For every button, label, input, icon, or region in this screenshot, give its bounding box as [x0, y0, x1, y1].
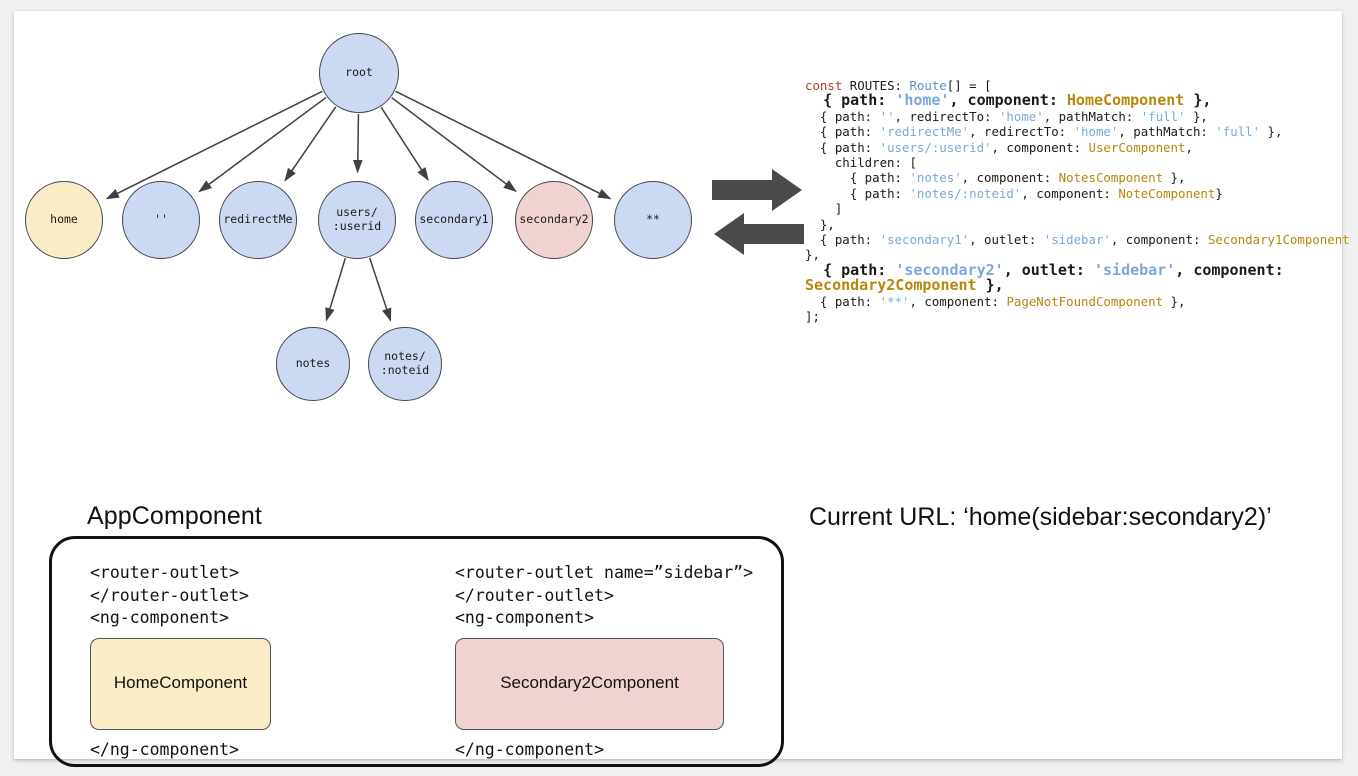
router-outlet-open-tag: <router-outlet>: [90, 563, 240, 582]
ng-component-sidebar-open-tag: <ng-component>: [455, 608, 595, 627]
graph-node-notesid[interactable]: notes/ :noteid: [368, 327, 442, 401]
graph-edge-root-to-secondary2: [391, 97, 517, 193]
graph-node-secondary2[interactable]: secondary2: [515, 181, 593, 259]
slide-canvas: root home '' redirectMe users/ :userid second…: [14, 11, 1350, 767]
graph-edge-root-to-redirectMe: [284, 106, 337, 182]
router-outlet-sidebar-close-tag: </router-outlet>: [455, 585, 614, 605]
exchange-arrows: [710, 166, 806, 258]
graph-node-label: notes: [295, 356, 331, 371]
graph-edge-root-to-home: [105, 90, 323, 200]
code-line: ]: [805, 201, 843, 217]
router-outlet-close-tag: </router-outlet>: [90, 585, 249, 605]
code-line: { path: 'secondary1', outlet: 'sidebar',…: [805, 232, 1358, 263]
graph-node-redirectMe[interactable]: redirectMe: [219, 181, 297, 259]
code-line: { path: '', redirectTo: 'home', pathMatc…: [805, 108, 1208, 124]
graph-edge-users-to-notesid: [368, 257, 392, 322]
graph-node-label: users/ :userid: [332, 205, 382, 233]
graph-node-label: notes/ :noteid: [380, 349, 430, 377]
graph-edge-root-to-empty: [198, 96, 327, 193]
code-line: { path: 'notes/:noteid', component: Note…: [805, 185, 1223, 201]
graph-node-label: secondary2: [519, 212, 589, 227]
sidebar-outlet-column: <router-outlet name=”sidebar”> </router-…: [455, 562, 753, 761]
secondary2-component-box[interactable]: Secondary2Component: [455, 637, 724, 730]
ng-component-close-tag: </ng-component>: [90, 739, 240, 759]
graph-node-wildcard[interactable]: **: [614, 181, 692, 259]
graph-edge-users-to-notes: [325, 258, 347, 322]
arrow-left-icon: [714, 213, 804, 255]
code-line: { path: 'users/:userid', component: User…: [805, 139, 1193, 155]
arrow-right-icon: [712, 169, 802, 211]
app-component-title: AppComponent: [87, 502, 262, 530]
graph-edge-root-to-secondary1: [380, 107, 429, 181]
graph-node-label: secondary1: [419, 212, 489, 227]
code-line: const ROUTES: Route[] = [: [805, 78, 992, 93]
code-line: { path: 'redirectMe', redirectTo: 'home'…: [805, 124, 1283, 140]
code-line: { path: '**', component: PageNotFoundCom…: [805, 293, 1186, 309]
graph-edges-layer: [105, 90, 612, 322]
ng-component-open-tag: <ng-component>: [90, 608, 230, 627]
graph-node-label: root: [345, 65, 373, 80]
home-component-box[interactable]: HomeComponent: [90, 637, 271, 730]
app-component-box: <router-outlet> </router-outlet> <ng-com…: [49, 536, 784, 767]
ng-component-sidebar-close-tag: </ng-component>: [455, 739, 605, 759]
graph-edge-root-to-wildcard: [395, 90, 612, 200]
route-tree-graph: root home '' redirectMe users/ :userid second…: [14, 11, 714, 411]
graph-node-label: '': [154, 212, 168, 227]
code-line: { path: 'notes', component: NotesCompone…: [805, 170, 1186, 186]
graph-node-users[interactable]: users/ :userid: [318, 181, 396, 259]
code-line: { path: 'secondary2', outlet: 'sidebar',…: [805, 260, 1293, 295]
graph-node-label: home: [50, 212, 78, 227]
graph-node-notes[interactable]: notes: [276, 327, 350, 401]
graph-node-label: redirectMe: [223, 212, 293, 227]
current-url-label: Current URL: ‘home(sidebar:secondary2)’: [809, 503, 1272, 531]
graph-edge-root-to-users: [353, 113, 363, 174]
router-outlet-sidebar-open-tag: <router-outlet name=”sidebar”>: [455, 563, 754, 582]
code-line: },: [805, 216, 835, 232]
graph-node-empty[interactable]: '': [122, 181, 200, 259]
graph-node-home[interactable]: home: [25, 181, 103, 259]
code-line: children: [: [805, 155, 917, 171]
graph-node-root[interactable]: root: [319, 33, 399, 113]
graph-node-label: **: [646, 212, 660, 227]
code-line: { path: 'home', component: HomeComponent…: [805, 91, 1212, 110]
code-line: ];: [805, 309, 820, 325]
primary-outlet-column: <router-outlet> </router-outlet> <ng-com…: [90, 562, 271, 761]
graph-node-secondary1[interactable]: secondary1: [415, 181, 493, 259]
routes-code-block: const ROUTES: Route[] = [ { path: 'home'…: [805, 78, 1358, 325]
